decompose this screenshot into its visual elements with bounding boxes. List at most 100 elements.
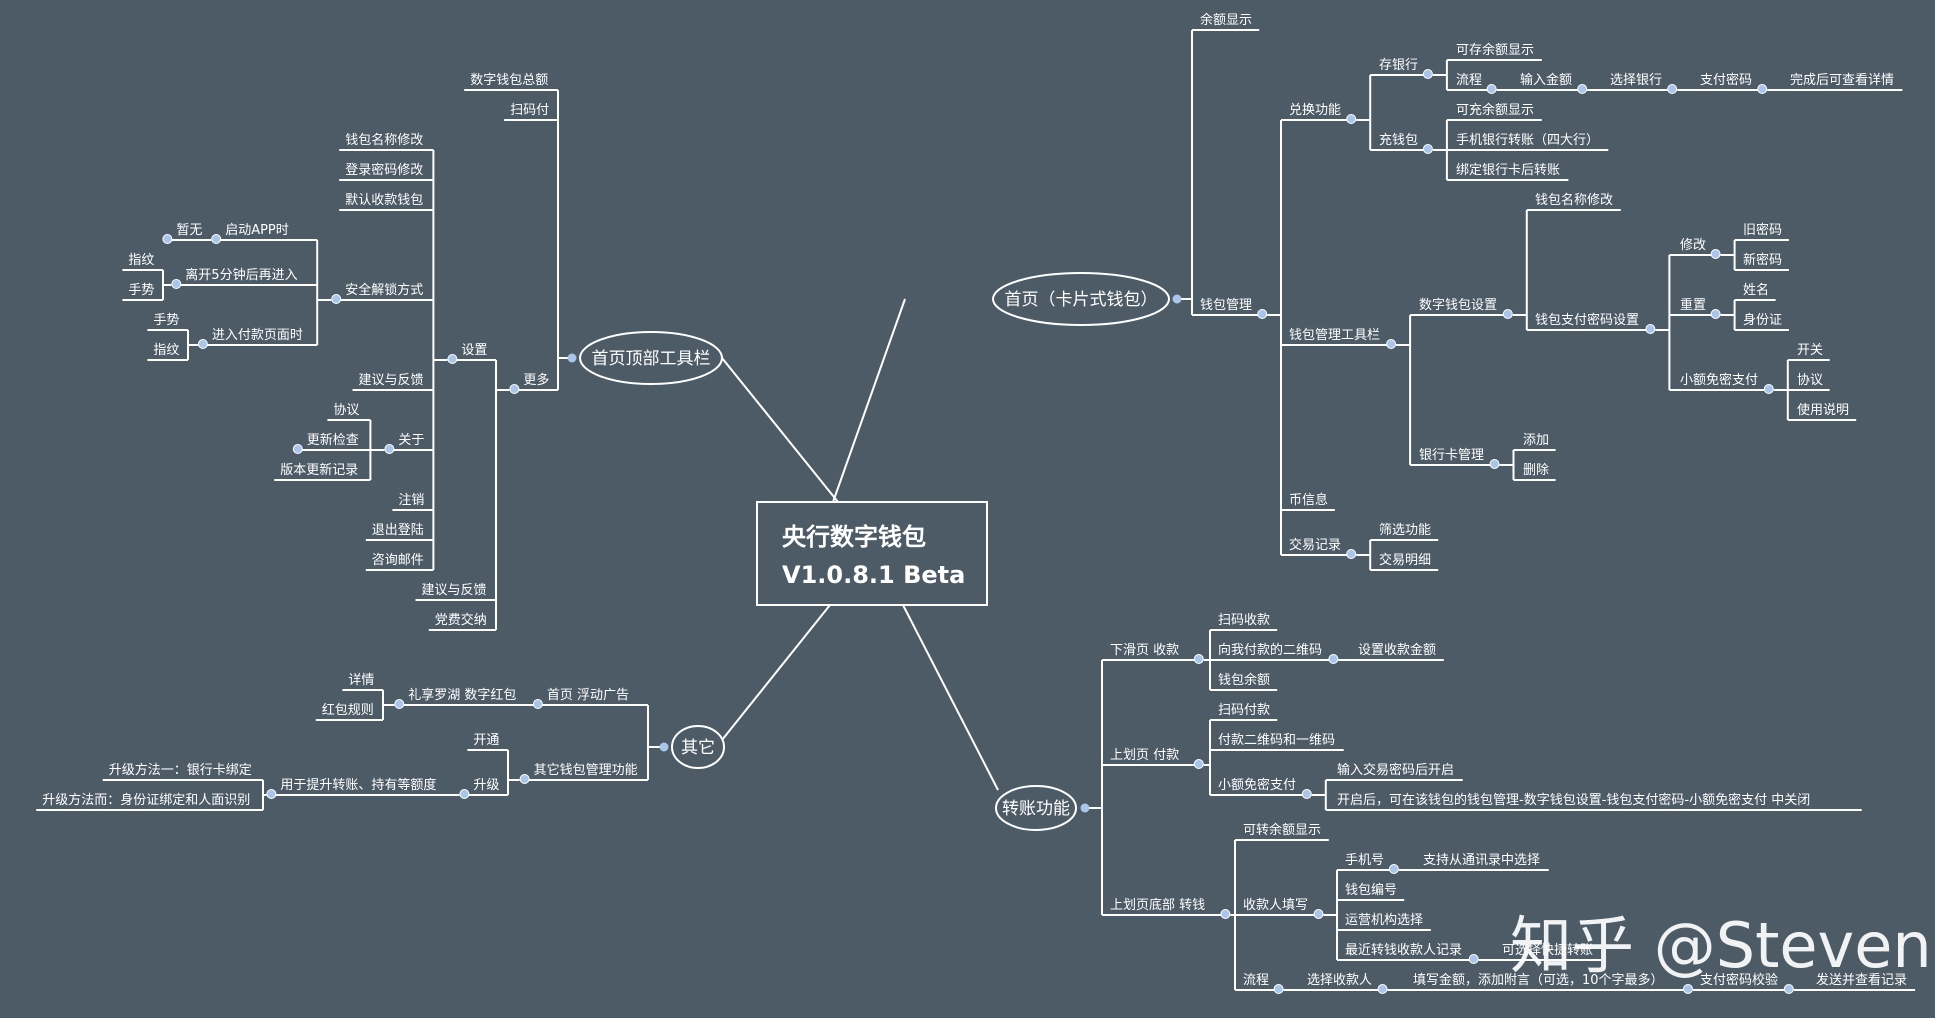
topic-h-dep-show[interactable]: 可存余额显示 xyxy=(1450,42,1542,61)
topic-h-card-del[interactable]: 删除 xyxy=(1517,463,1556,481)
topic-h-deposit[interactable]: 存银行 xyxy=(1373,58,1433,79)
topic-t-s-name[interactable]: 钱包名称修改 xyxy=(339,132,431,151)
topic-t-s-about[interactable]: 关于 xyxy=(384,433,431,454)
topic-r-d-qr[interactable]: 向我付款的二维码 xyxy=(1212,642,1339,664)
collapse-dot-icon[interactable] xyxy=(1683,984,1693,994)
topic-h-coin[interactable]: 币信息 xyxy=(1283,492,1335,511)
topic-o-ad-detail[interactable]: 详情 xyxy=(342,673,381,691)
collapse-dot-icon[interactable] xyxy=(1783,984,1794,994)
collapse-dot-icon[interactable] xyxy=(1301,789,1312,799)
topic-o-m-open[interactable]: 开通 xyxy=(467,733,506,751)
topic-t-a-update[interactable]: 更新检查 xyxy=(292,432,366,454)
topic-r-p-contacts[interactable]: 支持从通讯录中选择 xyxy=(1417,853,1549,871)
topic-t-u-pay-fp[interactable]: 指纹 xyxy=(147,343,186,361)
topic-h-pp-small[interactable]: 小额免密支付 xyxy=(1674,372,1774,394)
collapse-dot-icon[interactable] xyxy=(1763,384,1774,394)
topic-h-chg-mobile[interactable]: 手机银行转账（四大行） xyxy=(1450,133,1609,151)
main-node-home[interactable]: 首页（卡片式钱包） xyxy=(992,272,1182,326)
main-node-toolbar[interactable]: 首页顶部工具栏 xyxy=(567,331,723,385)
collapse-dot-icon[interactable] xyxy=(331,294,342,304)
topic-r-up[interactable]: 上划页 付款 xyxy=(1104,748,1204,769)
topic-t-m-party[interactable]: 党费交纳 xyxy=(428,612,494,631)
topic-r-u-s-enable[interactable]: 输入交易密码后开启 xyxy=(1331,762,1463,781)
topic-o-m-up[interactable]: 升级 xyxy=(459,778,506,799)
topic-h-dep-done[interactable]: 完成后可查看详情 xyxy=(1784,72,1903,91)
topic-h-pp-name[interactable]: 姓名 xyxy=(1737,282,1776,301)
topic-t-u-leave[interactable]: 离开5分钟后再进入 xyxy=(171,267,311,289)
collapse-dot-icon[interactable] xyxy=(1468,954,1479,964)
topic-h-wm[interactable]: 钱包管理 xyxy=(1194,298,1268,319)
collapse-dot-icon[interactable] xyxy=(384,444,395,454)
topic-r-b-payee[interactable]: 收款人填写 xyxy=(1237,898,1324,919)
topic-t-settings[interactable]: 设置 xyxy=(447,343,494,364)
collapse-dot-icon[interactable] xyxy=(1220,909,1231,919)
collapse-dot-icon[interactable] xyxy=(197,339,208,349)
topic-r-u-s-after[interactable]: 开启后，可在该钱包的钱包管理-数字钱包设置-钱包支付密码-小额免密支付 中关闭 xyxy=(1331,792,1862,811)
topic-t-m-feedback[interactable]: 建议与反馈 xyxy=(415,583,495,601)
topic-h-pp-switch[interactable]: 开关 xyxy=(1791,343,1830,361)
topic-t-total[interactable]: 数字钱包总额 xyxy=(464,73,556,91)
topic-r-f-verify[interactable]: 支付密码校验 xyxy=(1694,972,1794,994)
topic-t-s-mail[interactable]: 咨询邮件 xyxy=(365,553,431,571)
topic-t-u-pay[interactable]: 进入付款页面时 xyxy=(197,328,311,349)
topic-t-u-pay-gs[interactable]: 手势 xyxy=(147,312,186,331)
topic-o-mgmt[interactable]: 其它钱包管理功能 xyxy=(519,762,646,784)
topic-h-card-add[interactable]: 添加 xyxy=(1517,433,1556,451)
collapse-dot-icon[interactable] xyxy=(567,353,577,363)
collapse-dot-icon[interactable] xyxy=(1645,324,1656,334)
collapse-dot-icon[interactable] xyxy=(1193,759,1204,769)
collapse-dot-icon[interactable] xyxy=(1386,339,1397,349)
topic-r-f-amount[interactable]: 填写金额，添加附言（可选，10个字最多） xyxy=(1407,972,1693,994)
topic-r-p-org[interactable]: 运营机构选择 xyxy=(1339,913,1431,931)
collapse-dot-icon[interactable] xyxy=(171,279,182,289)
topic-t-u-none[interactable]: 暂无 xyxy=(162,223,209,244)
topic-t-s-default[interactable]: 默认收款钱包 xyxy=(339,192,431,211)
collapse-dot-icon[interactable] xyxy=(1080,803,1090,813)
topic-r-p-wallet[interactable]: 钱包编号 xyxy=(1339,883,1405,901)
collapse-dot-icon[interactable] xyxy=(1577,84,1588,94)
collapse-dot-icon[interactable] xyxy=(1710,309,1721,319)
collapse-dot-icon[interactable] xyxy=(394,699,405,709)
collapse-dot-icon[interactable] xyxy=(1502,309,1513,319)
topic-t-s-cancel[interactable]: 注销 xyxy=(392,493,431,511)
topic-h-card[interactable]: 银行卡管理 xyxy=(1413,448,1500,469)
collapse-dot-icon[interactable] xyxy=(1273,984,1284,994)
collapse-dot-icon[interactable] xyxy=(1422,69,1433,79)
collapse-dot-icon[interactable] xyxy=(1422,144,1433,154)
topic-t-a-agree[interactable]: 协议 xyxy=(327,403,366,421)
collapse-dot-icon[interactable] xyxy=(532,699,543,709)
topic-h-dep-amount[interactable]: 输入金额 xyxy=(1514,72,1588,94)
collapse-dot-icon[interactable] xyxy=(459,789,470,799)
topic-o-ad-rule[interactable]: 红包规则 xyxy=(315,702,381,721)
topic-h-pp-id[interactable]: 身份证 xyxy=(1737,312,1789,331)
topic-h-dep-flow[interactable]: 流程 xyxy=(1450,73,1497,94)
topic-o-ad[interactable]: 首页 浮动广告 xyxy=(532,688,646,709)
topic-h-balance[interactable]: 余额显示 xyxy=(1194,12,1260,31)
collapse-dot-icon[interactable] xyxy=(509,384,520,394)
topic-r-b-flow[interactable]: 流程 xyxy=(1237,973,1284,994)
topic-r-u-small[interactable]: 小额免密支付 xyxy=(1212,777,1312,799)
topic-t-a-log[interactable]: 版本更新记录 xyxy=(274,462,366,481)
topic-h-exchange[interactable]: 兑换功能 xyxy=(1283,103,1357,124)
topic-h-chg-show[interactable]: 可充余额显示 xyxy=(1450,102,1542,121)
topic-r-b-avail[interactable]: 可转余额显示 xyxy=(1237,822,1329,841)
collapse-dot-icon[interactable] xyxy=(211,234,222,244)
collapse-dot-icon[interactable] xyxy=(266,789,277,799)
topic-r-d-balance[interactable]: 钱包余额 xyxy=(1212,672,1278,691)
topic-r-bottom[interactable]: 上划页底部 转钱 xyxy=(1104,897,1231,919)
topic-t-more[interactable]: 更多 xyxy=(509,372,556,394)
topic-t-u-launch[interactable]: 启动APP时 xyxy=(211,223,311,244)
topic-h-dep-bank[interactable]: 选择银行 xyxy=(1604,73,1678,94)
topic-h-paypwd[interactable]: 钱包支付密码设置 xyxy=(1529,312,1656,334)
collapse-dot-icon[interactable] xyxy=(1667,84,1678,94)
main-node-transfer[interactable]: 转账功能 xyxy=(995,785,1090,831)
topic-t-s-unlock[interactable]: 安全解锁方式 xyxy=(331,282,431,304)
topic-o-m-up-2[interactable]: 升级方法而：身份证绑定和人面识别 xyxy=(36,792,261,811)
topic-t-scan[interactable]: 扫码付 xyxy=(504,103,556,121)
topic-r-f-send[interactable]: 发送并查看记录 xyxy=(1810,972,1916,991)
collapse-dot-icon[interactable] xyxy=(1346,549,1357,559)
topic-r-d-amount[interactable]: 设置收款金额 xyxy=(1352,642,1444,661)
topic-r-down[interactable]: 下滑页 收款 xyxy=(1104,643,1204,664)
topic-r-f-select[interactable]: 选择收款人 xyxy=(1301,973,1388,994)
topic-o-ad-red[interactable]: 礼享罗湖 数字红包 xyxy=(394,687,534,709)
